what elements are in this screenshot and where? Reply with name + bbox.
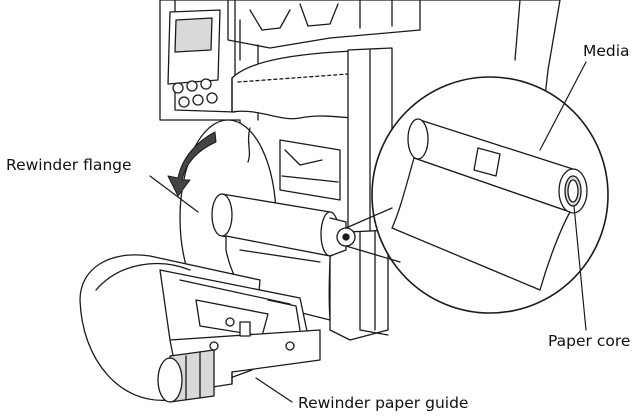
rotation-arrow-icon: [167, 131, 217, 197]
control-panel: [167, 9, 221, 108]
label-media: Media: [583, 42, 630, 60]
label-rewinder-paper-guide: Rewinder paper guide: [298, 394, 469, 412]
label-rewinder-flange: Rewinder flange: [6, 156, 132, 174]
rewinder-flange-leader-line: [149, 175, 199, 213]
rewinder-paper-guide: [79, 254, 321, 403]
label-paper-core: Paper core: [548, 332, 631, 350]
rewinder-paper-guide-leader-line: [255, 377, 293, 403]
paper-core-leader-line: [573, 205, 587, 331]
inner-media-path: [279, 139, 341, 201]
zoom-connector-lines: [345, 207, 401, 263]
leader-lines: [149, 61, 587, 403]
magnified-detail: [371, 76, 609, 314]
media-leader-line: [539, 61, 587, 151]
